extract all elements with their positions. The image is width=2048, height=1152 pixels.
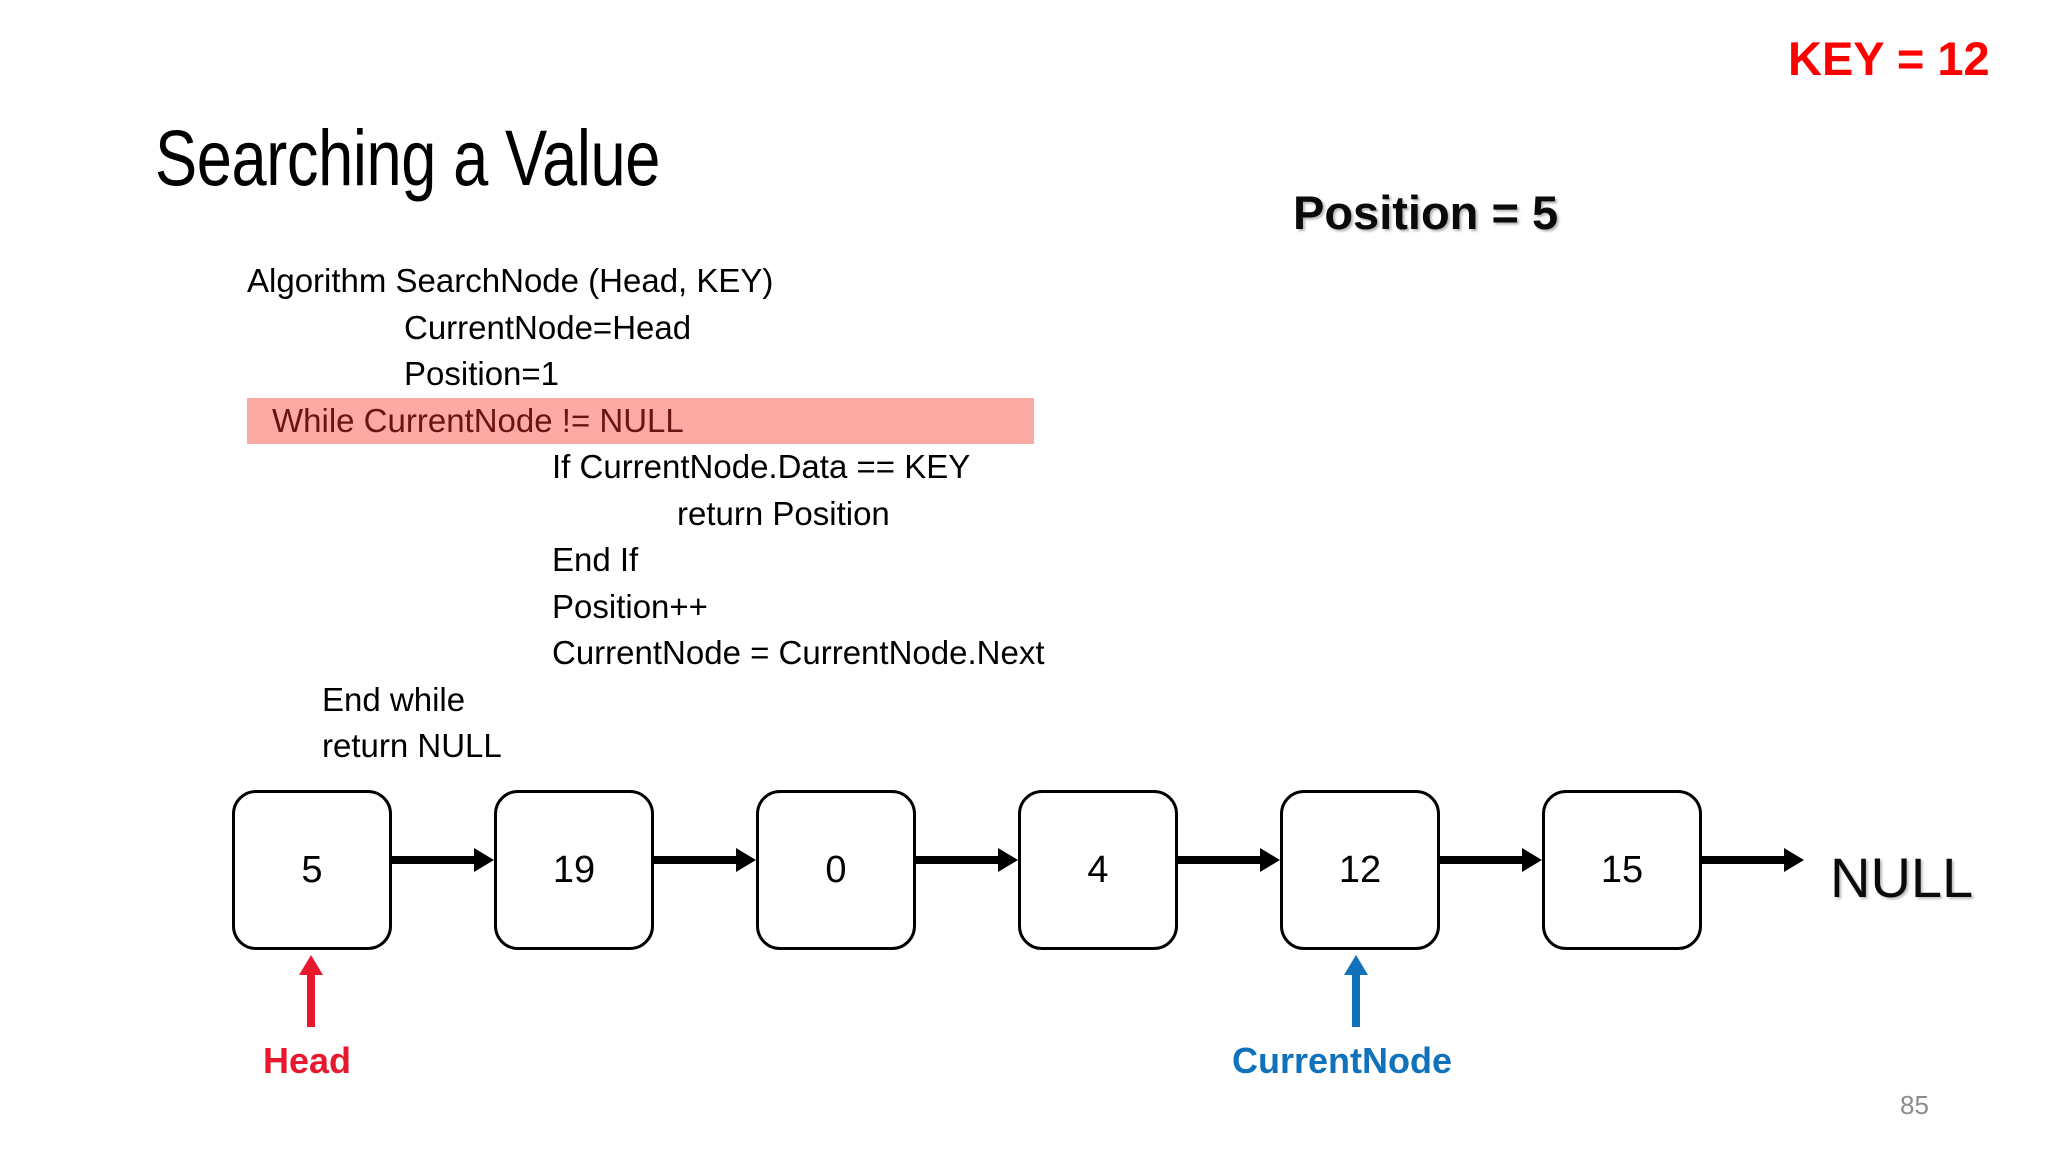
currentnode-pointer-arrow (1344, 955, 1368, 1027)
algorithm-line: If CurrentNode.Data == KEY (247, 444, 1045, 491)
arrow-shaft (1178, 856, 1262, 864)
key-annotation: KEY = 12 (1788, 32, 1990, 85)
list-node: 15 (1542, 790, 1702, 950)
list-node-value: 5 (301, 848, 323, 891)
arrow-head-icon (474, 848, 494, 872)
algorithm-line-text: End If (552, 541, 639, 578)
algorithm-line: Algorithm SearchNode (Head, KEY) (247, 258, 1045, 305)
list-link-arrow (392, 848, 494, 872)
list-node: 4 (1018, 790, 1178, 950)
list-node: 5 (232, 790, 392, 950)
algorithm-line-text: Position++ (552, 587, 708, 625)
currentnode-pointer-label: CurrentNode (1232, 1040, 1453, 1081)
algorithm-line: Position=1 (247, 351, 1045, 398)
list-link-arrow (1440, 848, 1542, 872)
algorithm-line-text: If CurrentNode.Data == KEY (552, 448, 971, 485)
arrow-head-icon (736, 848, 756, 872)
arrow-head-icon (1260, 848, 1280, 872)
algorithm-line-text: Position=1 (404, 355, 560, 392)
arrow-head-icon (998, 848, 1018, 872)
algorithm-line-text: While CurrentNode != NULL (272, 401, 684, 439)
linked-list-diagram: 5 19 0 4 12 15 (0, 780, 2048, 970)
arrow-shaft (1702, 856, 1786, 864)
algorithm-line-text: End while (322, 680, 466, 718)
algorithm-pseudocode: Algorithm SearchNode (Head, KEY) CurrentN… (247, 258, 1045, 770)
list-link-arrow (654, 848, 756, 872)
list-node-value: 0 (825, 848, 847, 891)
algorithm-line: return Position (247, 491, 1045, 538)
head-pointer-label: Head (263, 1040, 352, 1081)
algorithm-line: return NULL (247, 723, 1045, 770)
list-link-arrow (916, 848, 1018, 872)
arrow-shaft (1440, 856, 1524, 864)
algorithm-line-text: CurrentNode=Head (404, 308, 692, 346)
algorithm-line: Position++ (247, 584, 1045, 631)
head-pointer-arrow (299, 955, 323, 1027)
arrow-head-icon (1784, 848, 1804, 872)
list-node-value: 19 (552, 848, 596, 891)
algorithm-line-text: return NULL (322, 727, 502, 764)
algorithm-line: CurrentNode = CurrentNode.Next (247, 630, 1045, 677)
arrow-shaft (392, 856, 476, 864)
null-terminator-label: NULL (1830, 846, 1974, 909)
arrow-head-icon (1522, 848, 1542, 872)
arrow-shaft (916, 856, 1000, 864)
page-title: Searching a Value (155, 113, 661, 202)
algorithm-line-text: CurrentNode = CurrentNode.Next (552, 634, 1045, 671)
list-node-value: 15 (1600, 848, 1644, 891)
slide-number: 85 (1900, 1090, 1929, 1120)
arrow-head-icon (299, 955, 323, 975)
arrow-shaft (1352, 969, 1360, 1027)
algorithm-line-highlighted: While CurrentNode != NULL (247, 397, 1034, 444)
arrow-shaft (654, 856, 738, 864)
algorithm-line-text: Algorithm SearchNode (Head, KEY) (247, 262, 774, 299)
arrow-head-icon (1344, 955, 1368, 975)
algorithm-line: CurrentNode=Head (247, 305, 1045, 352)
list-link-arrow (1702, 848, 1804, 872)
list-link-arrow (1178, 848, 1280, 872)
algorithm-line: End while (247, 677, 1045, 724)
list-node: 0 (756, 790, 916, 950)
algorithm-line: End If (247, 537, 1045, 584)
list-node-value: 4 (1087, 848, 1109, 891)
position-annotation: Position = 5 (1293, 186, 1559, 239)
list-node: 19 (494, 790, 654, 950)
list-node: 12 (1280, 790, 1440, 950)
algorithm-line-text: return Position (677, 494, 890, 532)
arrow-shaft (307, 969, 315, 1027)
list-node-value: 12 (1338, 848, 1382, 891)
